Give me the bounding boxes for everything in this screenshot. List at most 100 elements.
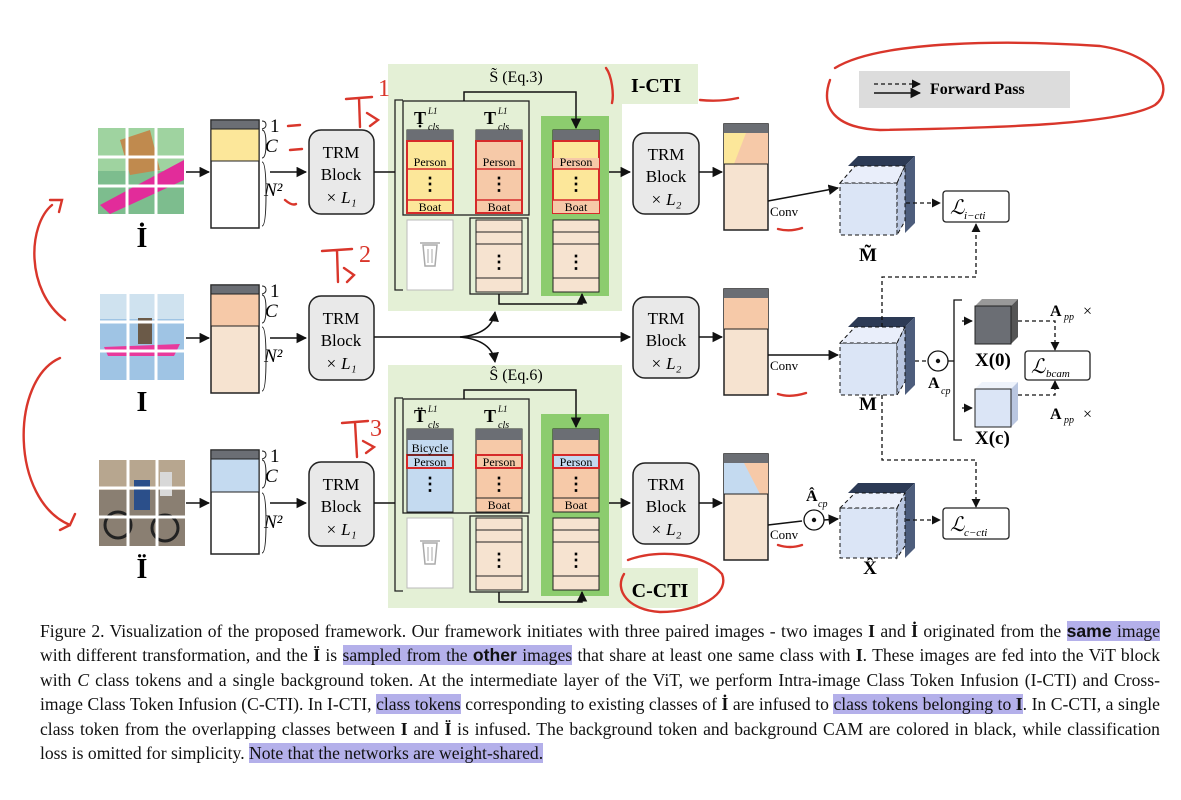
icti-class-token-group: Ṭ L1 cls T L1 cls Person ⋮ Boat Person ⋮… xyxy=(402,100,530,216)
highlight-weight-shared: Note that the networks are weight-shared… xyxy=(249,743,544,764)
svg-text:⋮: ⋮ xyxy=(567,474,585,494)
trm-block-left-middle: TRM Block × L₁ xyxy=(308,295,375,381)
svg-text:1: 1 xyxy=(378,76,390,102)
svg-text:Block: Block xyxy=(321,497,362,516)
red-annotation-numbers: 1 2 3 xyxy=(359,76,390,442)
ccti-output-column: Person ⋮ Boat ⋮ xyxy=(552,428,600,591)
trm-block-left-bottom: TRM Block × L₁ xyxy=(308,461,375,547)
svg-text:⋮: ⋮ xyxy=(421,174,439,194)
svg-text:Person: Person xyxy=(414,455,447,469)
figure-label: Figure 2. xyxy=(40,621,105,641)
svg-text:TRM: TRM xyxy=(648,309,685,328)
mark-n2-bottom: N² xyxy=(263,512,283,533)
svg-text:L1: L1 xyxy=(427,404,438,414)
svg-text:i−cti: i−cti xyxy=(964,210,985,222)
svg-text:ℒ: ℒ xyxy=(950,514,965,536)
svg-text:× L₂: × L₂ xyxy=(650,354,681,373)
svg-text:Block: Block xyxy=(646,497,687,516)
svg-text:pp: pp xyxy=(1063,312,1074,323)
ccti-label: C-CTI xyxy=(632,580,689,602)
acp-bottom: Â xyxy=(806,486,818,505)
svg-text:c−cti: c−cti xyxy=(964,527,987,539)
mark-one-top: 1 xyxy=(270,116,280,137)
token-stack-middle xyxy=(210,284,260,394)
svg-text:2: 2 xyxy=(359,242,371,268)
icti-s-label: S̃ (Eq.3) xyxy=(489,68,542,86)
ccti-col1-header: T̈ xyxy=(414,405,426,426)
svg-text:×: × xyxy=(1083,303,1092,320)
svg-text:cp: cp xyxy=(941,386,950,397)
svg-text:L1: L1 xyxy=(497,404,508,414)
loss-ccti-box: ℒ c−cti xyxy=(942,507,1010,540)
mark-n2-top: N² xyxy=(263,180,283,201)
svg-text:⋮: ⋮ xyxy=(490,174,508,194)
acp-middle: A xyxy=(928,375,940,392)
conv-label-bottom: Conv xyxy=(770,527,799,542)
image-bottom xyxy=(99,460,185,546)
app-bottom: A xyxy=(1050,406,1062,423)
svg-text:TRM: TRM xyxy=(323,143,360,162)
ccti-trash-column xyxy=(406,517,454,589)
svg-text:Boat: Boat xyxy=(488,200,511,214)
icti-output-column: Person ⋮ Boat ⋮ xyxy=(552,129,600,293)
x0-label: X(0) xyxy=(975,350,1011,371)
svg-text:3: 3 xyxy=(370,416,382,442)
svg-text:Person: Person xyxy=(414,155,447,169)
trm-block-right-bottom: TRM Block × L₂ xyxy=(632,462,700,545)
ccti-patch-column: ⋮ xyxy=(469,515,529,593)
image-label-middle: I xyxy=(137,387,148,418)
legend-forward-pass: Forward Pass xyxy=(859,71,1070,108)
trm-block-left-top: TRM Block × L₁ xyxy=(308,129,375,215)
svg-text:Block: Block xyxy=(321,331,362,350)
app-top: A xyxy=(1050,303,1062,320)
highlight-class-tokens: class tokens xyxy=(376,694,461,715)
mark-n2-middle: N² xyxy=(263,346,283,367)
svg-text:Boat: Boat xyxy=(565,200,588,214)
svg-text:⋮: ⋮ xyxy=(490,252,508,272)
svg-text:⋮: ⋮ xyxy=(567,252,585,272)
xc-label: X(c) xyxy=(975,428,1010,449)
svg-text:Boat: Boat xyxy=(565,498,588,512)
svg-text:Block: Block xyxy=(646,331,687,350)
svg-text:cp: cp xyxy=(818,499,827,510)
red-annotations xyxy=(22,41,1165,614)
x0-cube xyxy=(974,299,1018,345)
svg-text:TRM: TRM xyxy=(323,309,360,328)
conv-label-middle: Conv xyxy=(770,358,799,373)
cube-middle xyxy=(838,317,915,397)
svg-text:Person: Person xyxy=(483,455,516,469)
output-stack-middle xyxy=(723,288,769,396)
ccti-s-label: Ŝ (Eq.6) xyxy=(489,365,542,384)
svg-text:TRM: TRM xyxy=(648,475,685,494)
svg-text:Forward Pass: Forward Pass xyxy=(930,81,1025,98)
image-label-bottom: Ï xyxy=(137,554,148,585)
svg-text:cls: cls xyxy=(428,122,439,133)
svg-text:cls: cls xyxy=(498,122,509,133)
ccti-col2-header: T xyxy=(484,406,496,426)
svg-text:TRM: TRM xyxy=(323,475,360,494)
svg-text:cls: cls xyxy=(498,420,509,431)
svg-text:Person: Person xyxy=(483,155,516,169)
image-middle xyxy=(100,294,184,380)
icti-col2-header: T xyxy=(484,108,496,128)
svg-text:pp: pp xyxy=(1063,415,1074,426)
svg-text:×: × xyxy=(1083,406,1092,423)
loss-bcam-box: ℒ bcam xyxy=(1024,350,1091,381)
trm-block-right-middle: TRM Block × L₂ xyxy=(632,296,700,379)
mark-c-top: C xyxy=(265,136,278,157)
cube-top xyxy=(838,156,915,237)
svg-text:Block: Block xyxy=(646,167,687,186)
loss-icti-box: ℒ i−cti xyxy=(942,190,1010,223)
svg-text:Boat: Boat xyxy=(419,200,442,214)
highlight-same-image: same image xyxy=(1066,621,1160,641)
map-label-bottom: X̂ xyxy=(863,558,877,579)
svg-text:bcam: bcam xyxy=(1046,368,1070,380)
svg-text:× L₁: × L₁ xyxy=(325,354,356,373)
figure-caption: Figure 2. Visualization of the proposed … xyxy=(40,621,1161,764)
cube-bottom xyxy=(838,483,915,560)
output-stack-bottom xyxy=(723,453,769,561)
token-stack-bottom xyxy=(210,449,260,555)
mark-c-middle: C xyxy=(265,301,278,322)
svg-text:L1: L1 xyxy=(427,106,438,116)
icti-label-bg xyxy=(614,64,698,104)
